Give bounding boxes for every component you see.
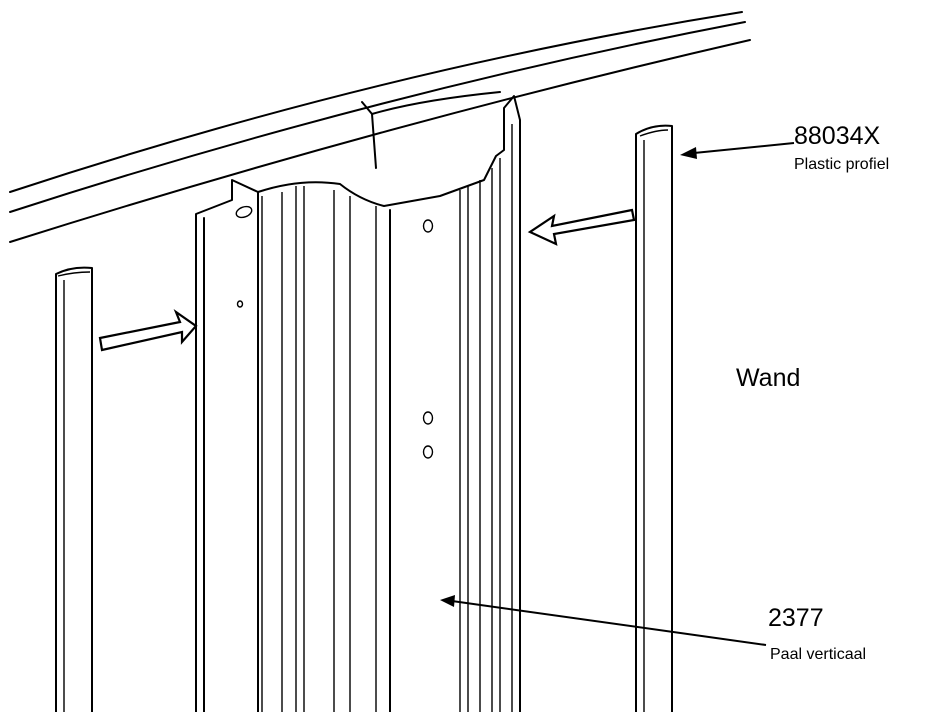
post-code-label: 2377 [768, 604, 824, 632]
profile-code-label: 88034X [794, 122, 881, 150]
plastic-profile-left [55, 266, 93, 712]
profile-name-label: Plastic profiel [794, 156, 890, 173]
top-rail [9, 11, 751, 243]
insert-arrow-left [98, 308, 198, 352]
leader-arrow-post [440, 595, 767, 646]
wall-label: Wand [736, 364, 801, 392]
leader-arrow-profile [680, 142, 795, 159]
vertical-post [195, 95, 521, 712]
plastic-profile-right [635, 124, 673, 712]
post-name-label: Paal verticaal [770, 646, 867, 663]
insert-arrow-right [527, 208, 636, 246]
